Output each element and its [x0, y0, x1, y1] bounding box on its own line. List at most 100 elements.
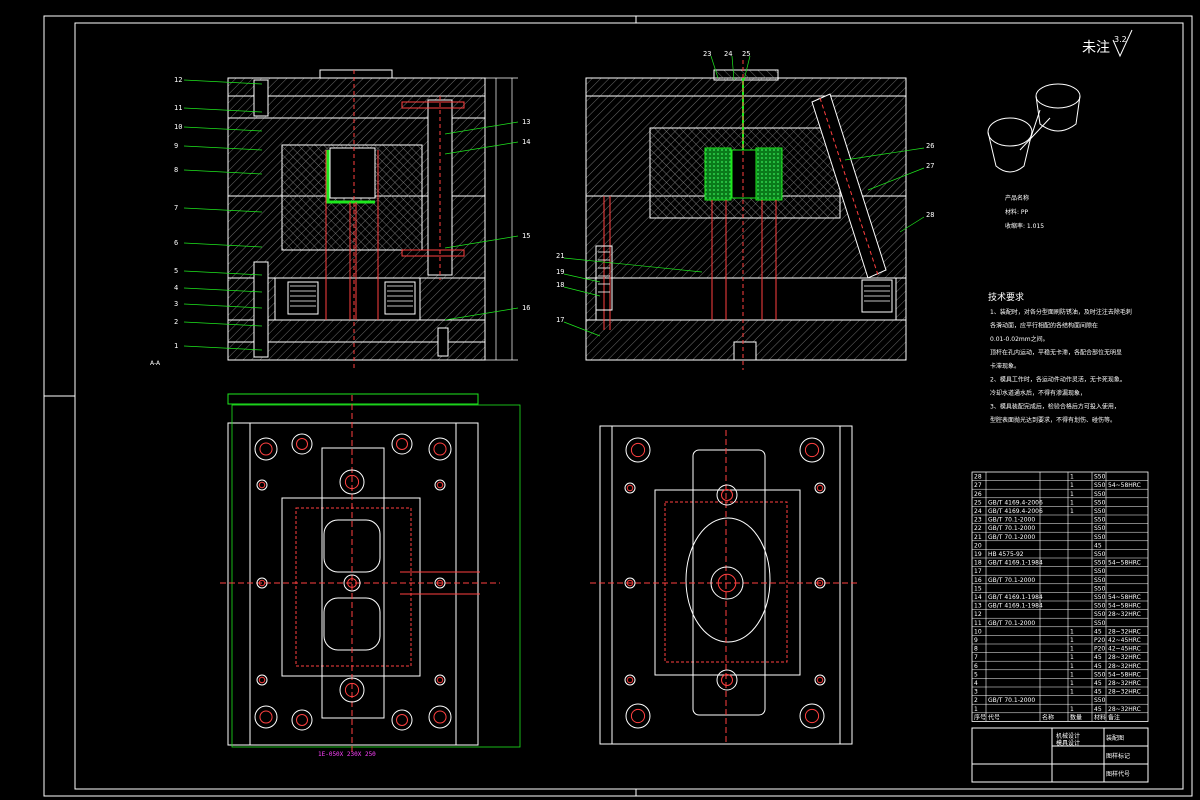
- product-material: 材料: PP: [1005, 208, 1029, 216]
- tech-requirement-line: 2、模具工作时，各运动件动作灵活，无卡死现象。: [990, 376, 1126, 384]
- callout-number: 21: [556, 252, 564, 260]
- bom-cell: S50: [1094, 594, 1106, 601]
- bolt-hole-inner: [804, 708, 820, 724]
- leader-line: [444, 307, 519, 321]
- bolt-hole-inner: [433, 442, 447, 456]
- bolt-hole: [710, 566, 744, 600]
- callout-number: 2: [174, 318, 178, 326]
- bom-cell: 1: [1070, 508, 1074, 515]
- callout-number: 8: [174, 166, 178, 174]
- bolt-hole: [799, 437, 825, 463]
- plan-view-moving-half: [590, 425, 860, 745]
- bom-cell: 42~45HRC: [1108, 637, 1141, 644]
- bom-cell: 19: [974, 551, 982, 558]
- callout-number: 13: [522, 118, 530, 126]
- bom-cell: 45: [1094, 654, 1102, 661]
- callout-number: 9: [174, 142, 178, 150]
- leader-line: [183, 321, 263, 327]
- bom-cell: GB/T 4169.1-1984: [988, 594, 1043, 601]
- bom-cell: S50: [1094, 611, 1106, 618]
- bolt-hole: [291, 709, 313, 731]
- bolt-hole-inner: [626, 484, 634, 492]
- bolt-hole-inner: [630, 708, 646, 724]
- drawing-frame: [43, 15, 1193, 797]
- bolt-hole: [339, 469, 365, 495]
- callout-number: 12: [174, 76, 182, 84]
- bolt-hole: [814, 482, 826, 494]
- bom-cell: 10: [974, 628, 982, 635]
- bom-cell: S50: [1094, 671, 1106, 678]
- leader-line: [444, 141, 519, 155]
- bom-cell: 20: [974, 542, 982, 549]
- tech-title: 技术要求: [988, 291, 1024, 303]
- leader-line: [563, 257, 703, 273]
- bolt-hole: [434, 674, 446, 686]
- bom-cell: GB/T 70.1-2000: [988, 517, 1035, 524]
- bom-cell: GB/T 70.1-2000: [988, 577, 1035, 584]
- product-caption: 产品名称: [1005, 194, 1029, 202]
- bom-cell: 28~32HRC: [1108, 654, 1141, 661]
- bom-cell: 1: [1070, 482, 1074, 489]
- leader-line: [563, 286, 601, 297]
- leader-line: [183, 242, 263, 248]
- callout-number: 14: [522, 138, 530, 146]
- tech-requirement-line: 卡滞现象。: [990, 362, 1020, 370]
- bolt-hole: [814, 577, 826, 589]
- title-scale-label: 图样标记: [1106, 752, 1130, 760]
- bom-cell: 21: [974, 534, 982, 541]
- callout-number: 11: [174, 104, 182, 112]
- bolt-hole: [799, 703, 825, 729]
- leader-line: [183, 345, 263, 351]
- bolt-hole-inner: [347, 578, 357, 588]
- bom-cell: S50: [1094, 474, 1106, 481]
- tech-requirement-line: 1、装配时，对各分型面刷防锈油，及时注注去除毛刺: [990, 308, 1132, 316]
- bom-cell: GB/T 4169.1-1984: [988, 560, 1043, 567]
- bom-cell: S50: [1094, 603, 1106, 610]
- bolt-hole: [814, 674, 826, 686]
- leader-line: [563, 273, 601, 283]
- bom-cell: P20: [1094, 646, 1105, 653]
- bom-cell: 42~45HRC: [1108, 646, 1141, 653]
- bom-cell: GB/T 4169.4-2006: [988, 508, 1043, 515]
- bolt-hole-inner: [433, 710, 447, 724]
- bom-cell: GB/T 70.1-2000: [988, 620, 1035, 627]
- bolt-hole: [428, 705, 452, 729]
- bom-cell: S50: [1094, 534, 1106, 541]
- bolt-hole-inner: [296, 714, 308, 726]
- bom-cell: 23: [974, 517, 982, 524]
- bolt-hole-inner: [344, 682, 360, 698]
- bom-cell: 25: [974, 499, 982, 506]
- bom-cell: 6: [974, 663, 978, 670]
- title-drawing: 装配图: [1106, 734, 1124, 742]
- bolt-hole-inner: [436, 481, 444, 489]
- leader-line: [563, 321, 601, 337]
- bolt-hole-inner: [626, 579, 634, 587]
- bom-cell: GB/T 4169.1-1984: [988, 603, 1043, 610]
- bom-cell: S50: [1094, 491, 1106, 498]
- leader-line: [899, 216, 925, 233]
- callout-number: 6: [174, 239, 178, 247]
- bom-cell: 16: [974, 577, 982, 584]
- bolt-hole-inner: [344, 474, 360, 490]
- bolt-hole-inner: [396, 438, 408, 450]
- leader-line: [867, 167, 925, 191]
- bolt-hole: [339, 677, 365, 703]
- leader-line: [743, 55, 751, 81]
- tech-requirement-line: 3、模具装配完成后，检验合格后方可投入使用，: [990, 403, 1120, 411]
- bolt-hole-inner: [804, 442, 820, 458]
- surface-note-label: 未注: [1082, 40, 1110, 56]
- plan-view-fixed-half: 1E-050X 230X 250: [220, 393, 521, 758]
- bom-cell: 3: [974, 689, 978, 696]
- bolt-hole-inner: [396, 714, 408, 726]
- leader-line: [183, 107, 263, 113]
- bolt-hole: [434, 479, 446, 491]
- bolt-hole: [434, 577, 446, 589]
- title-school: 机械设计: [1056, 732, 1080, 740]
- bom-cell: 28~32HRC: [1108, 628, 1141, 635]
- section-caption: A-A: [150, 360, 161, 367]
- bom-cell: 27: [974, 482, 982, 489]
- bom-cell: S50: [1094, 525, 1106, 532]
- bom-cell: 1: [1070, 499, 1074, 506]
- callout-number: 23: [703, 50, 711, 58]
